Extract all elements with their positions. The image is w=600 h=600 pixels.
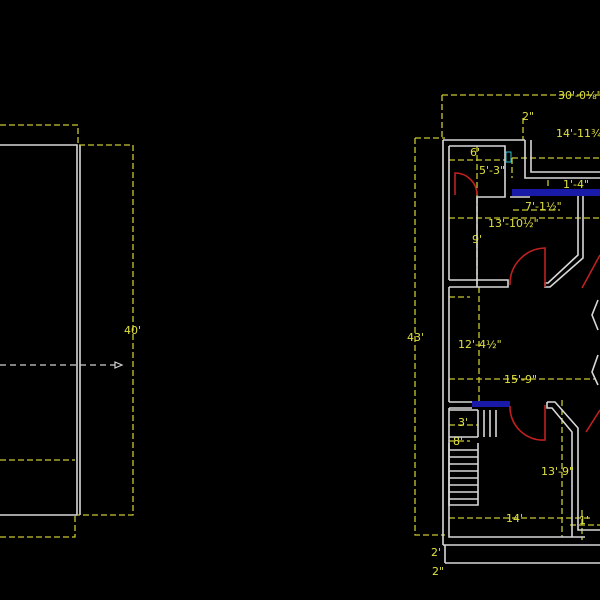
- dim-front-width: 14'-11¾": [556, 127, 600, 140]
- dim-passage: 7'-1½": [525, 200, 562, 213]
- diagonal-wall-lower: [546, 401, 600, 537]
- dim-room2-width: 15'-9": [504, 373, 537, 386]
- left-view-dimension-lines: [0, 124, 134, 538]
- interior-walls: [449, 299, 599, 409]
- door-room3[interactable]: [509, 405, 546, 441]
- fixture-icon: [505, 151, 512, 163]
- door-bath[interactable]: [454, 172, 478, 196]
- dim-room3-depth: 13'-9": [541, 465, 574, 478]
- dim-overall-depth: 43': [407, 331, 424, 344]
- dim-base-2: 2": [432, 565, 444, 578]
- dim-40ft: 40': [124, 324, 141, 337]
- dim-window-gap: 1'-4": [563, 178, 589, 191]
- dim-room1-depth: 9': [472, 233, 482, 246]
- arrowhead-icon: [114, 361, 124, 369]
- dim-top-offset: 2": [522, 110, 534, 123]
- dim-room3-width: 14': [506, 512, 523, 525]
- dim-base-1: 2': [431, 546, 441, 559]
- window-middle[interactable]: [472, 401, 510, 407]
- dim-overall-width: 30'-0⅛": [558, 89, 600, 102]
- dim-bath-depth: 5'-3": [479, 164, 505, 177]
- dim-room2-depth: 12'-4½": [458, 338, 502, 351]
- left-view-walls: [0, 144, 81, 516]
- dim-stair-width: 3': [458, 416, 468, 429]
- staircase[interactable]: [448, 409, 497, 506]
- door-side[interactable]: [581, 254, 600, 433]
- plan-outer-dimension-lines: [414, 94, 600, 536]
- diagonal-wall-upper: [449, 190, 584, 288]
- door-room1[interactable]: [509, 247, 546, 287]
- window-top[interactable]: [512, 189, 600, 196]
- dim-room1-width: 13'-10½": [488, 217, 539, 230]
- plan-walls: [442, 139, 600, 564]
- dim-side-offset: 1': [579, 514, 589, 527]
- dim-bath-width: 6': [470, 146, 480, 159]
- floor-plan: 30'-0⅛" 2" 14'-11¾" 6' 5'-3" 1'-4" 7'-1½…: [407, 89, 600, 578]
- dim-stair-length: 8': [453, 435, 463, 448]
- left-view: 40': [0, 124, 141, 538]
- front-walls: [510, 140, 600, 198]
